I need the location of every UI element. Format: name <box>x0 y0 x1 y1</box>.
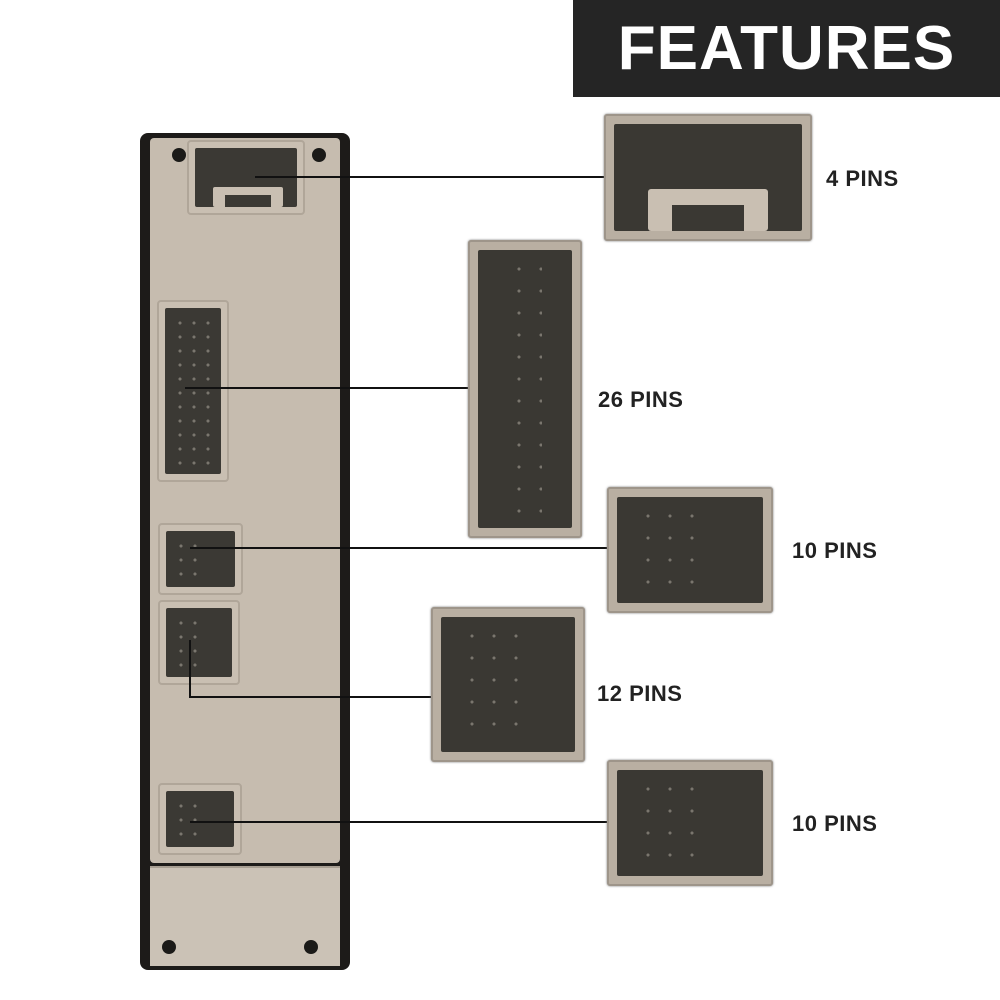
leader-line <box>255 176 605 178</box>
screw-hole <box>172 148 186 162</box>
leader-line <box>185 387 468 389</box>
detail-26pin <box>468 240 582 538</box>
switch-back-face <box>150 138 340 863</box>
features-banner: FEATURES <box>573 0 1000 97</box>
leader-line <box>189 640 191 698</box>
features-title: FEATURES <box>617 14 956 83</box>
screw-hole <box>312 148 326 162</box>
connector-26pin <box>157 300 229 482</box>
label-4-pins: 4 PINS <box>826 166 899 191</box>
label-12-pins: 12 PINS <box>597 681 683 706</box>
leader-line <box>190 547 607 549</box>
label-10-pins-a: 10 PINS <box>792 538 878 563</box>
connector-10pin-b <box>158 783 242 855</box>
connector-12pin <box>158 600 240 685</box>
leader-line <box>190 821 607 823</box>
detail-4pin <box>604 114 812 241</box>
detail-10pin-b <box>607 760 773 886</box>
label-10-pins-b: 10 PINS <box>792 811 878 836</box>
screw-hole <box>162 940 176 954</box>
detail-12pin <box>431 607 585 762</box>
detail-10pin-a <box>607 487 773 613</box>
label-26-pins: 26 PINS <box>598 387 684 412</box>
screw-hole <box>304 940 318 954</box>
connector-10pin-a <box>158 523 243 595</box>
leader-line <box>189 696 431 698</box>
